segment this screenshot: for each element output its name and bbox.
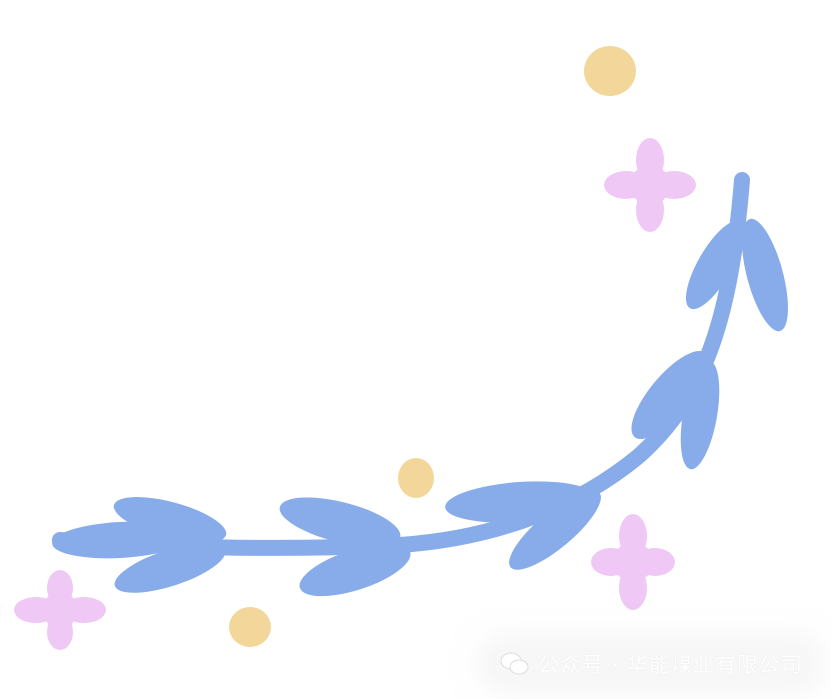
dots: [229, 46, 636, 647]
dot: [229, 607, 271, 647]
watermark-text: 公众号 · 华能煤业有限公司: [538, 653, 804, 677]
dot: [398, 458, 434, 498]
leaf: [680, 360, 720, 470]
flower: [604, 138, 696, 232]
leaf: [742, 218, 788, 332]
leaf: [279, 497, 401, 547]
leaf: [299, 543, 411, 597]
leaf: [685, 220, 745, 310]
branch-stem: [52, 172, 750, 556]
leaf: [114, 543, 226, 593]
leaf: [509, 490, 601, 570]
flower: [591, 514, 675, 610]
flower: [14, 570, 106, 650]
flowers: [14, 138, 696, 650]
branch: [52, 172, 788, 597]
leaf: [631, 350, 709, 440]
wechat-icon: [500, 652, 529, 675]
leaf: [113, 497, 227, 543]
watermark: 公众号 · 华能煤业有限公司: [490, 646, 814, 682]
dot: [584, 46, 636, 96]
